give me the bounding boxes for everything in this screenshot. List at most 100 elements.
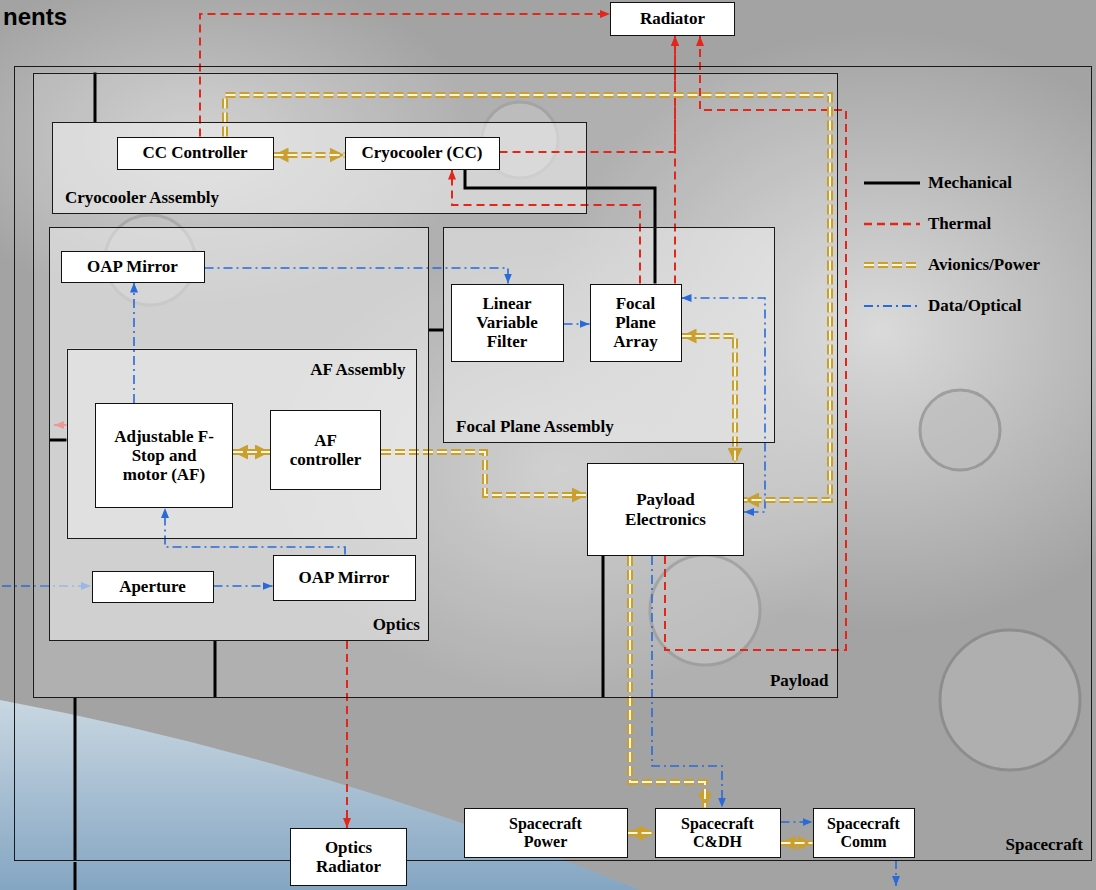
connector-inner-line [781,842,813,844]
crater [940,630,1080,770]
legend-label: Thermal [928,214,991,233]
assembly-fill [52,122,587,214]
mechanical-link [603,556,604,698]
connector-line [781,840,813,846]
connector-inner-line [630,556,705,808]
legend-label: Avionics/Power [928,255,1040,274]
connector-line [94,73,97,123]
group-label: Spacecraft [1006,835,1083,854]
legend: MechanicalThermalAvionics/PowerData/Opti… [862,162,1040,326]
group-label: AF Assembly [310,360,405,379]
component-box: Cryocooler (CC) [345,137,500,170]
thermal-path [347,641,348,828]
radiator-box: Optics Radiator [290,828,407,886]
controller-box: AF controller [270,410,381,490]
connector-line [429,329,443,332]
box-label: Spacecraft Power [496,815,596,851]
connector-inner-line [628,832,655,834]
assembly-fill [49,227,429,641]
legend-line [864,262,920,268]
assembly-box: OpticsOAP MirrorAF AssemblyAdjustable F-… [49,227,429,641]
data-optical-path [781,822,813,823]
box-label: AF controller [281,431,371,469]
legend-line [864,305,920,307]
connector-line [205,268,509,284]
assembly-fill [67,349,417,539]
label-anchor: Focal Plane Assembly [456,417,614,436]
legend-item: Mechanical [862,162,1040,203]
legend-sample [862,214,922,234]
box-label: CC Controller [143,143,248,162]
group-label: Cryocooler Assembly [65,188,219,207]
power-link [630,556,705,808]
assembly-box: AF AssemblyAdjustable F-Stop and motor (… [67,349,417,539]
connector-inner-line [381,452,587,495]
power-link [381,452,587,495]
connector-line [652,556,722,808]
connector-line [74,698,77,862]
data-optical-path [652,556,722,808]
connector-line [214,641,217,698]
legend-sample [862,173,922,193]
mirror-box: OAP Mirror [61,251,205,283]
connector-line [682,336,736,463]
connector-line [781,821,813,823]
connector-inner-line [274,154,345,156]
box-label: Spacecraft C&DH [668,815,768,851]
connector-line [628,830,655,836]
mechanical-link [215,641,216,698]
box-label: OAP Mirror [87,257,178,276]
label-anchor: AF Assembly [310,360,405,379]
payload-boundary: Payload Cryocooler Assembly CC Controller C… [33,73,838,698]
data-optical-path [564,324,590,325]
thermal-path [200,14,610,137]
box-label: Optics Radiator [304,838,394,876]
power-link [781,843,813,844]
connector-line [49,439,67,442]
assembly-fill [33,73,838,698]
box-label: Payload Electronics [611,490,721,528]
connector-inner-line [233,451,270,453]
mechanical-link [75,698,76,862]
legend-item: Avionics/Power [862,244,1040,285]
connector-inner-line [225,95,830,500]
connector-line [200,14,610,137]
legend-item: Thermal [862,203,1040,244]
subsystem-box: Spacecraft Power [464,808,628,858]
power-link [628,833,655,834]
connector-line [346,641,348,828]
power-link [682,336,736,463]
radiator-box: Radiator [610,2,735,36]
subsystem-box: Spacecraft C&DH [655,808,781,858]
electronics-box: Payload Electronics [587,463,744,556]
connector-line [381,452,587,495]
legend-line [864,222,920,225]
connector-line [233,449,270,455]
title-anchor: nents [3,3,67,31]
connector-line [214,585,273,587]
data-optical-path [165,508,345,555]
power-link [225,95,830,500]
legend-item: Data/Optical [862,285,1040,326]
power-link [274,155,345,156]
box-label: Radiator [640,9,705,28]
legend-sample [862,296,922,316]
legend-label: Data/Optical [928,296,1022,315]
group-label: Payload [770,671,829,690]
connector-line [564,323,590,325]
connector-line [133,283,135,404]
box-label: Focal Plane Array [601,294,671,351]
label-anchor: Spacecraft [1006,835,1083,854]
filter-box: Linear Variable Filter [451,284,564,362]
connector-line [225,95,830,500]
data-optical-path [214,586,273,587]
slide-title: nents [3,3,67,31]
detector-box: Focal Plane Array [590,284,682,362]
thermal-path [665,36,846,650]
data-optical-path [205,268,509,284]
crater [920,390,1000,470]
box-label: Adjustable F-Stop and motor (AF) [108,427,220,484]
component-box: Adjustable F-Stop and motor (AF) [95,403,233,508]
